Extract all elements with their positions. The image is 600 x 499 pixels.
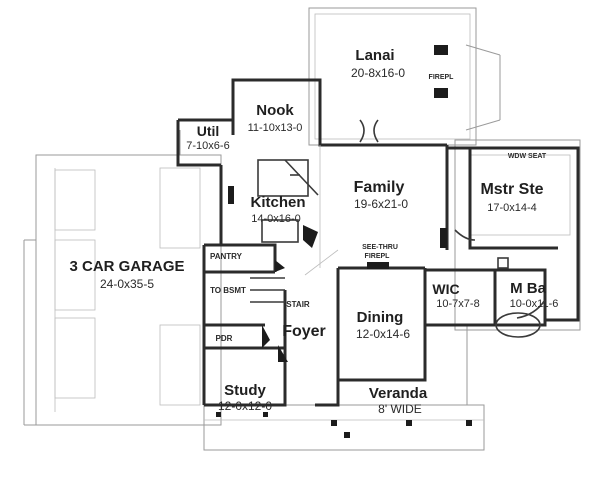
- garage-dim: 24-0x35-5: [100, 277, 154, 291]
- see-thru-label: SEE-THRU: [362, 244, 398, 251]
- study-dim: 12-0x12-0: [218, 399, 272, 413]
- wic-name: wic: [432, 281, 459, 297]
- wic-dim: 10-7x7-8: [436, 298, 479, 310]
- to-bsmt-label: TO BSMT: [210, 286, 246, 295]
- mstr-ste-name: Mstr Ste: [480, 181, 543, 198]
- dining-name: Dining: [357, 309, 404, 326]
- veranda-name: Veranda: [369, 385, 428, 402]
- nook-dim: 11-10x13-0: [248, 122, 303, 134]
- mstr-ste-dim: 17-0x14-4: [487, 202, 537, 214]
- lanai-firepl-label: FIREPL: [429, 74, 455, 81]
- veranda-dim: 8' wide: [378, 402, 422, 416]
- foyer-name: Foyer: [282, 323, 326, 340]
- stair-label: STAIR: [286, 300, 310, 309]
- dining-dim: 12-0x14-6: [356, 327, 410, 341]
- family-name: Family: [354, 179, 405, 196]
- pdr-label: PDR: [216, 334, 233, 343]
- garage-name: 3 car garage: [69, 258, 184, 275]
- mba-name: M Ba: [510, 280, 546, 297]
- kitchen-name: Kitchen: [250, 194, 305, 211]
- posts: [216, 45, 472, 438]
- wdw-seat-label: WDW SEAT: [508, 153, 547, 160]
- garage-outline: [23, 130, 222, 426]
- interior-details: [250, 119, 546, 338]
- kitchen-dim: 14-0x16-0: [251, 213, 301, 225]
- lanai-dim: 20-8x16-0: [351, 66, 405, 80]
- util-dim: 7-10x6-6: [186, 140, 229, 152]
- mba-dim: 10-0x11-6: [510, 298, 559, 310]
- util-name: Util: [197, 123, 220, 139]
- walls: [176, 78, 580, 407]
- nook-name: Nook: [256, 102, 294, 119]
- see-thru-firepl-label: FIREPL: [365, 253, 391, 260]
- lanai-name: Lanai: [355, 47, 394, 64]
- family-dim: 19-6x21-0: [354, 197, 408, 211]
- pantry-label: PANTRY: [210, 252, 243, 261]
- study-name: Study: [224, 382, 266, 399]
- veranda-outline: [203, 325, 485, 451]
